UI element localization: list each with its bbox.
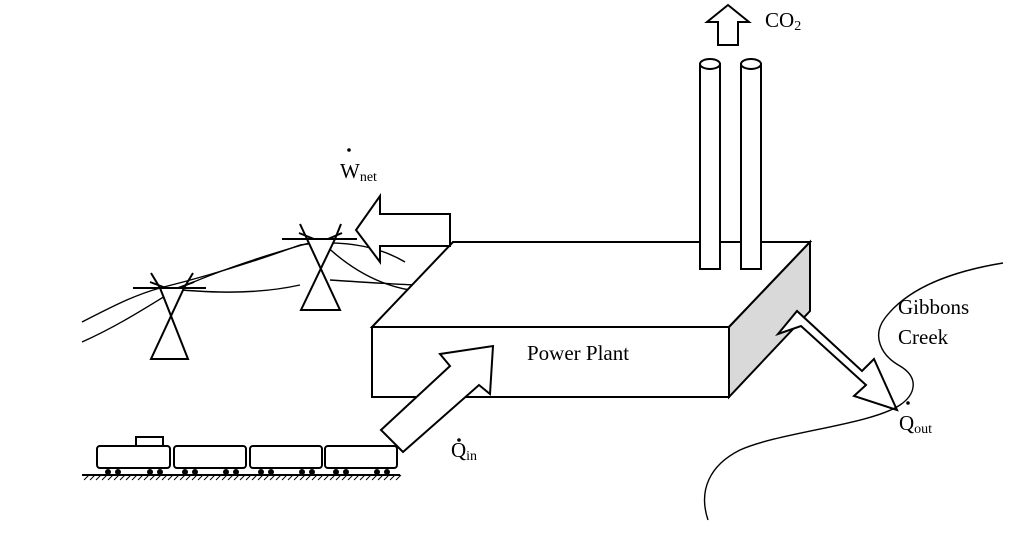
qin-dot [457,438,461,442]
qout-label: Qout [899,411,932,437]
power-plant-label: Power Plant [527,341,629,365]
qin-label: Qin [451,438,477,464]
power-plant-building: Power Plant [369,239,813,400]
qout-dot [906,401,910,405]
transmission-tower-right [282,223,357,311]
qout-arrow [774,309,899,412]
creek-banks [703,262,1004,521]
rail-track [82,474,402,481]
smokestacks [699,58,762,270]
co2-arrow [704,3,752,46]
co2-label: CO2 [765,8,801,34]
creek-label-line2: Creek [898,325,949,349]
power-lines [81,239,416,343]
creek-label-line1: Gibbons [898,295,969,319]
wnet-dot [347,148,351,152]
wnet-arrow [354,192,451,265]
transmission-tower-left [133,272,206,360]
coal-train [96,436,398,475]
wnet-label: Wnet [340,159,377,185]
qin-arrow [379,344,495,454]
